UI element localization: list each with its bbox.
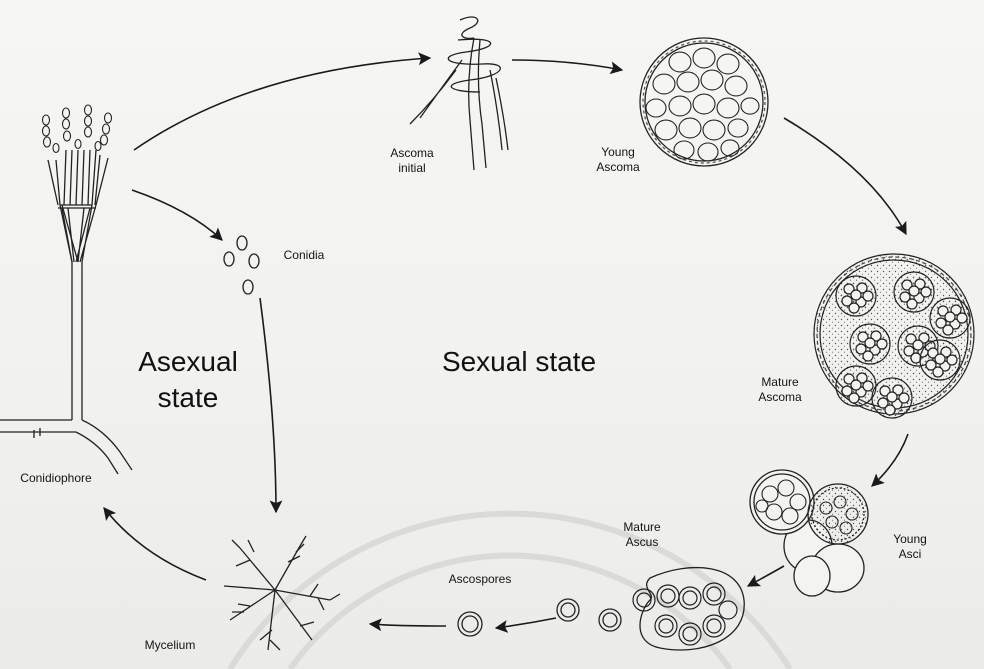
arrow-conidiophore-to-conidia [132, 190, 222, 240]
ascospores-label: Ascospores [440, 572, 520, 587]
young-ascoma-cell [655, 120, 677, 140]
arrow-conidiophore-to-ascoma-initial [134, 58, 430, 150]
young-ascoma-cell [693, 48, 715, 68]
conidiophore-label: Conidiophore [6, 471, 106, 486]
arrow-ascospores-to-mycelium [370, 624, 446, 626]
mature-ascus-cluster [850, 324, 890, 364]
young-ascoma-cell [717, 98, 739, 118]
young-ascoma-cell [669, 52, 691, 72]
young-ascoma-drawing [640, 38, 768, 166]
young-ascoma-cell [725, 76, 747, 96]
conidiophore-drawing [0, 105, 132, 474]
arrow-young-asci-to-mature-ascus [748, 566, 784, 586]
mature-ascus-cluster [930, 298, 970, 338]
mature-ascoma-drawing [814, 254, 974, 418]
mature-ascus-cluster [872, 378, 912, 418]
arrow-ascospore-to-ascospore [496, 618, 556, 628]
young-ascoma-cell [741, 98, 759, 114]
young-ascoma-cell [701, 70, 723, 90]
mature-ascus-cluster [894, 272, 934, 312]
young-ascoma-cell [653, 74, 675, 94]
young-ascoma-cell [728, 119, 748, 137]
young-ascoma-cell [693, 94, 715, 114]
arrow-young-ascoma-to-mature-ascoma [784, 118, 906, 234]
young-ascoma-cell [646, 99, 666, 117]
young-ascoma-cell [679, 118, 701, 138]
young-ascoma-cell [703, 120, 725, 140]
arrow-mature-ascoma-to-young-asci [872, 434, 908, 486]
arrow-mycelium-to-conidiophore [104, 508, 206, 580]
conidia-drawing [224, 236, 259, 294]
ascospores-drawing [458, 599, 621, 636]
young-ascoma-cell [677, 72, 699, 92]
arrow-ascoma-initial-to-young-ascoma [512, 60, 622, 70]
young-ascoma-cell [674, 141, 694, 159]
young-ascoma-cell [669, 96, 691, 116]
mature-ascus-cluster [836, 366, 876, 406]
mature-ascus-cluster [920, 340, 960, 380]
young-asci-drawing [750, 470, 868, 596]
mature-ascus-cluster [836, 276, 876, 316]
mature-ascus-drawing [633, 568, 744, 650]
watermark-arcs [230, 514, 790, 669]
sexual-state-label: Sexual state [414, 344, 624, 380]
young-ascoma-cell [698, 143, 718, 161]
young-ascoma-cell [721, 140, 739, 156]
young-ascoma-cell [717, 54, 739, 74]
conidia-label: Conidia [274, 248, 334, 263]
mycelium-label: Mycelium [132, 638, 208, 653]
